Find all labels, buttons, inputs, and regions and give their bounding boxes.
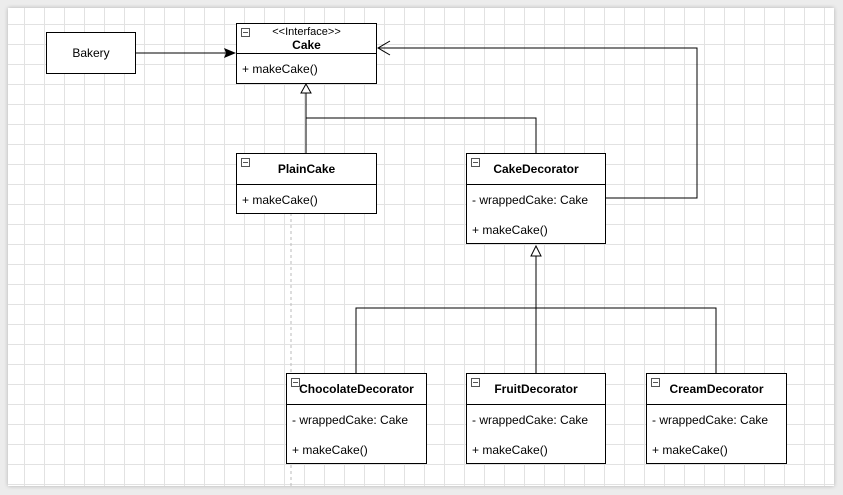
- creamdecorator-method: + makeCake(): [652, 443, 728, 457]
- cake-class-header: <<Interface>> Cake: [237, 24, 376, 54]
- chocolatedecorator-class-name: ChocolateDecorator: [299, 382, 414, 396]
- collapse-icon[interactable]: [471, 158, 480, 167]
- creamdecorator-class[interactable]: CreamDecorator - wrappedCake: Cake + mak…: [646, 373, 787, 464]
- decorator-cake-connector[interactable]: [306, 117, 537, 153]
- chocolatedecorator-class-header: ChocolateDecorator: [287, 374, 426, 405]
- fruitdecorator-class[interactable]: FruitDecorator - wrappedCake: Cake + mak…: [466, 373, 606, 464]
- bakery-label: Bakery: [72, 46, 110, 60]
- bakery-node[interactable]: Bakery: [46, 32, 136, 74]
- collapse-icon[interactable]: [241, 158, 250, 167]
- cakedecorator-method: + makeCake(): [472, 223, 548, 237]
- fruitdecorator-attribute: - wrappedCake: Cake: [472, 413, 589, 427]
- creamdecorator-attribute: - wrappedCake: Cake: [652, 413, 769, 427]
- collapse-icon[interactable]: [651, 378, 660, 387]
- collapse-icon[interactable]: [291, 378, 300, 387]
- creamdecorator-class-name: CreamDecorator: [669, 382, 764, 396]
- diagram-canvas[interactable]: Bakery <<Interface>> Cake + makeCake() P…: [8, 8, 834, 486]
- cake-class-name: Cake: [292, 37, 321, 52]
- association-arrowhead: [224, 48, 236, 58]
- plaincake-method: + makeCake(): [242, 193, 318, 207]
- chocolatedecorator-method: + makeCake(): [292, 443, 368, 457]
- plaincake-class[interactable]: PlainCake + makeCake(): [236, 153, 377, 214]
- fruitdecorator-class-name: FruitDecorator: [494, 382, 578, 396]
- generalization-arrowhead: [530, 244, 542, 257]
- cakedecorator-attribute: - wrappedCake: Cake: [472, 193, 589, 207]
- creamdecorator-class-header: CreamDecorator: [647, 374, 786, 405]
- collapse-icon[interactable]: [471, 378, 480, 387]
- plaincake-class-header: PlainCake: [237, 154, 376, 185]
- chocolatedecorator-class[interactable]: ChocolateDecorator - wrappedCake: Cake +…: [286, 373, 427, 464]
- cake-interface-class[interactable]: <<Interface>> Cake + makeCake(): [236, 23, 377, 84]
- cake-method: + makeCake(): [242, 62, 318, 76]
- chocolatedecorator-attribute: - wrappedCake: Cake: [292, 413, 409, 427]
- collapse-icon[interactable]: [241, 28, 250, 37]
- cakedecorator-class-name: CakeDecorator: [493, 162, 579, 176]
- wrapped-cake-connector[interactable]: [378, 47, 698, 199]
- fruitdecorator-class-header: FruitDecorator: [467, 374, 605, 405]
- cakedecorator-class[interactable]: CakeDecorator - wrappedCake: Cake + make…: [466, 153, 606, 244]
- fruitdecorator-method: + makeCake(): [472, 443, 548, 457]
- open-arrowhead: [377, 40, 391, 56]
- realization-arrowhead: [300, 82, 312, 94]
- chocolate-branch[interactable]: [355, 307, 717, 374]
- plaincake-class-name: PlainCake: [277, 162, 336, 176]
- cakedecorator-class-header: CakeDecorator: [467, 154, 605, 185]
- cake-stereotype: <<Interface>>: [272, 25, 341, 38]
